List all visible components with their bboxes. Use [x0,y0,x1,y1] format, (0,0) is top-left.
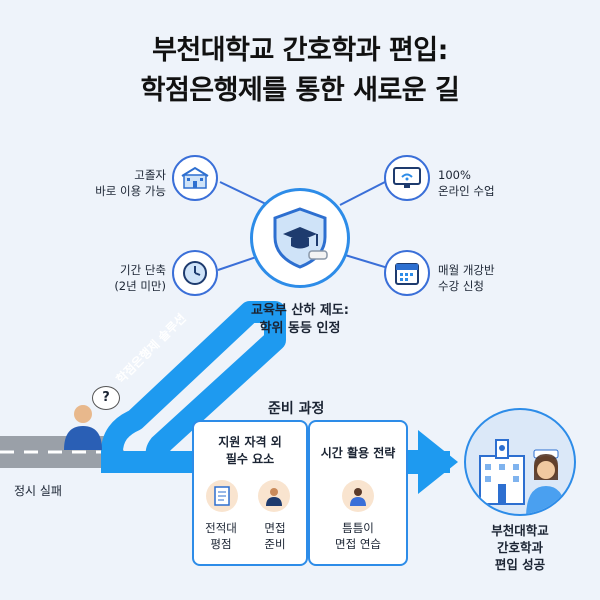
calendar-icon [384,250,430,296]
feature-monthly-line-2: 수강 신청 [438,279,484,293]
card1-item-gpa-line-1: 전적대 [205,521,237,535]
question-bubble: ? [92,386,120,410]
feature-duration-label: 기간 단축 (2년 미만) [74,262,166,294]
monitor-wifi-icon [384,155,430,201]
feature-online-line-1: 100% [438,168,471,182]
feature-monthly-line-1: 매월 개강반 [438,263,495,277]
card2-title: 시간 활용 전략 [320,446,396,460]
card1-item-gpa: 전적대 평점 [196,520,246,552]
shield-graduation-icon [273,207,328,269]
person-icon [64,405,102,450]
title-line-1: 부천대학교 간호학과 편입: [152,35,448,66]
prep-heading: 준비 과정 [268,401,325,417]
start-label: 정시 실패 [14,484,62,498]
feature-online-label: 100% 온라인 수업 [438,167,538,199]
center-label-line-1: 교육부 산하 제도: [251,303,349,318]
woman-practice-icon [342,480,374,512]
interview-person-icon [258,480,290,512]
school-building-icon [172,155,218,201]
card2-item-line-1: 틈틈이 [342,521,374,535]
center-label-line-2: 학위 동등 인정 [259,321,341,336]
goal-badge [464,408,576,516]
card1-item-interview-line-2: 준비 [264,537,286,551]
feature-duration-line-2: (2년 미만) [114,279,166,293]
title-line-2: 학점은행제를 통한 새로운 길 [140,75,460,106]
feature-high-school-label: 고졸자 바로 이용 가능 [74,167,166,199]
goal-label-line-2: 간호학과 [496,540,543,555]
card1-item-interview-line-1: 면접 [264,521,286,535]
feature-high-school-line-2: 바로 이용 가능 [95,184,166,198]
document-icon [206,480,238,512]
feature-monthly-label: 매월 개강반 수강 신청 [438,262,538,294]
center-label: 교육부 산하 제도: 학위 동등 인정 [230,302,370,338]
feature-high-school-line-1: 고졸자 [134,168,166,182]
feature-duration-line-1: 기간 단축 [120,263,166,277]
card1-item-gpa-line-2: 평점 [210,537,232,551]
arrow-head [418,430,458,494]
card1-title-line-1: 지원 자격 외 [218,435,282,449]
prep-card-requirements: 지원 자격 외 필수 요소 전적대 평점 면접 준비 [192,420,308,566]
card1-title-line-2: 필수 요소 [225,452,275,466]
feature-online-line-2: 온라인 수업 [438,184,495,198]
university-nurse-icon [479,439,566,514]
card2-item: 틈틈이 면접 연습 [310,520,406,552]
goal-label-line-1: 부천대학교 [491,523,549,538]
card1-item-interview: 면접 준비 [250,520,300,552]
shield-badge [250,188,350,288]
clock-icon [172,250,218,296]
card2-item-line-2: 면접 연습 [335,537,381,551]
goal-label-line-3: 편입 성공 [494,557,546,572]
goal-label: 부천대학교 간호학과 편입 성공 [464,522,576,573]
prep-card-time-strategy: 시간 활용 전략 틈틈이 면접 연습 [308,420,408,566]
